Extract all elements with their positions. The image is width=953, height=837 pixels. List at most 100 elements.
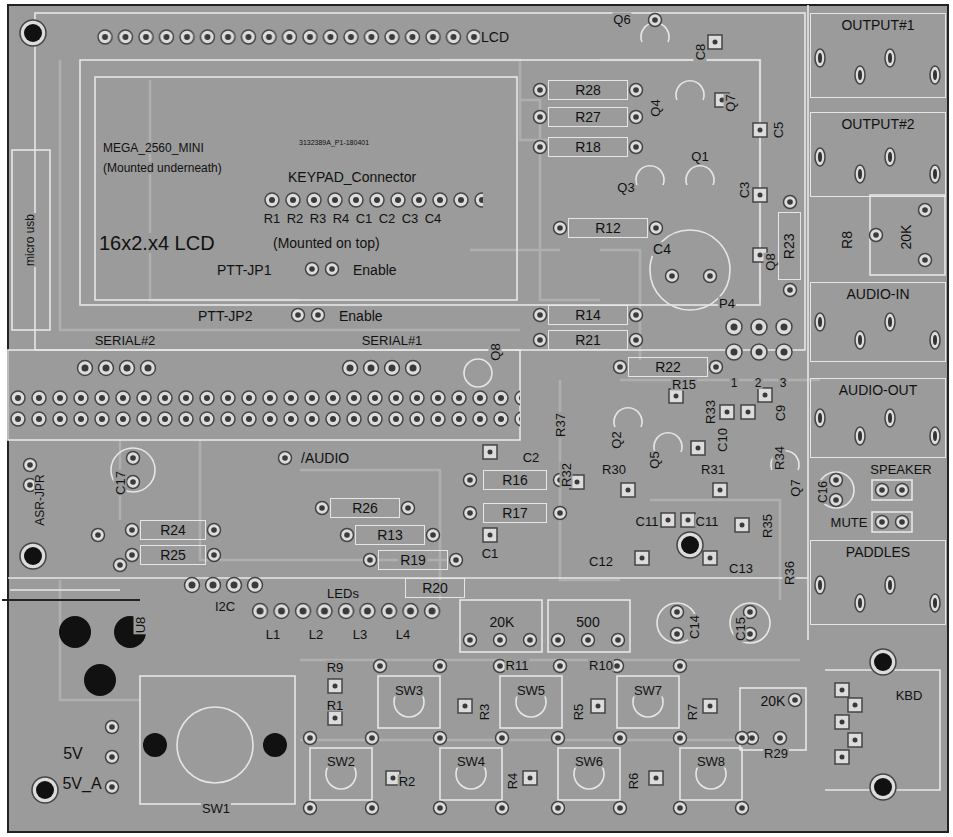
jack-outline: OUTPUT#1 xyxy=(810,13,946,98)
silkscreen-label: C3 xyxy=(401,212,420,225)
resistor-outline: R22 xyxy=(628,357,708,377)
silkscreen-label: /AUDIO xyxy=(300,451,350,465)
part-label: R20 xyxy=(420,581,450,596)
resistor-outline: R16 xyxy=(483,470,547,490)
silkscreen-label: C14 xyxy=(688,614,701,640)
silkscreen-label: 1 xyxy=(730,377,739,389)
silkscreen-label: Q1 xyxy=(690,150,709,163)
silkscreen-label: MEGA_2560_MINI xyxy=(102,142,205,154)
resistor-outline: R25 xyxy=(140,545,206,565)
part-label: R14 xyxy=(573,308,603,323)
silkscreen-label: I2C xyxy=(214,600,236,613)
silkscreen-label: KBD xyxy=(895,689,924,702)
silkscreen-label: 5V xyxy=(62,746,84,762)
silkscreen-label: 3132389A_P1-180401 xyxy=(298,139,370,146)
part-label: R12 xyxy=(593,221,623,236)
silkscreen-label: R10 xyxy=(588,659,614,672)
silkscreen-label: SW1 xyxy=(201,802,231,815)
part-label: OUTPUT#2 xyxy=(839,117,916,132)
silkscreen-label: C12 xyxy=(588,555,614,568)
silkscreen-label: LEDs xyxy=(326,587,360,600)
silkscreen-label: R33 xyxy=(704,399,717,425)
silkscreen-label: C16 xyxy=(817,480,829,504)
silkscreen-label: 20K xyxy=(760,694,787,708)
silkscreen-label: R35 xyxy=(761,513,774,539)
silkscreen-label: SERIAL#2 xyxy=(94,334,157,347)
silkscreen-label: PTT-JP1 xyxy=(216,263,272,277)
silkscreen-label: 3 xyxy=(779,377,788,389)
silkscreen-label: SW4 xyxy=(456,755,486,768)
resistor-outline: R26 xyxy=(330,498,400,518)
silkscreen-label: (Mounted on top) xyxy=(272,236,381,250)
silkscreen-label: 5V_A xyxy=(61,776,102,792)
silkscreen-label: C2 xyxy=(522,451,541,464)
silkscreen-label: C3 xyxy=(738,181,751,200)
silkscreen-label: L3 xyxy=(352,628,368,641)
silkscreen-label: SPEAKER xyxy=(869,463,932,476)
resistor-outline: R12 xyxy=(568,218,648,238)
silkscreen-label: R3 xyxy=(478,703,491,722)
part-label: R13 xyxy=(375,528,405,543)
silkscreen-label: 2 xyxy=(754,377,763,389)
jack-outline: PADDLES xyxy=(810,540,946,625)
silkscreen-label: C11 xyxy=(635,515,660,528)
silkscreen-label: SW5 xyxy=(516,684,546,697)
silkscreen-label: R2 xyxy=(398,775,417,788)
silkscreen-label: Enable xyxy=(352,263,398,277)
silkscreen-label: R4 xyxy=(332,212,351,225)
silkscreen-label: micro usb xyxy=(24,213,36,267)
silkscreen-label: Q5 xyxy=(648,450,661,469)
resistor-outline: R20 xyxy=(405,578,465,598)
silkscreen-label: R37 xyxy=(554,412,567,438)
silkscreen-label: Q7 xyxy=(789,478,802,497)
silkscreen-label: SW6 xyxy=(574,755,604,768)
part-label: R23 xyxy=(782,231,797,261)
part-label: R18 xyxy=(573,140,603,155)
silkscreen-label: SW8 xyxy=(696,755,726,768)
silkscreen-label: R6 xyxy=(627,772,640,791)
silkscreen-label: C15 xyxy=(734,616,747,642)
silkscreen-label: Q3 xyxy=(616,181,635,194)
resistor-outline: R13 xyxy=(355,525,425,545)
jack-outline: AUDIO-IN xyxy=(810,282,946,362)
silkscreen-label: (Mounted underneath) xyxy=(102,162,223,174)
part-label: R26 xyxy=(350,501,380,516)
resistor-outline: R17 xyxy=(483,503,547,523)
part-label: R28 xyxy=(573,83,603,98)
silkscreen-label: C11 xyxy=(695,515,720,528)
silkscreen-label: C8 xyxy=(694,43,707,62)
silkscreen-label: C13 xyxy=(728,562,754,575)
silkscreen-label: SW2 xyxy=(326,755,356,768)
silkscreen-label: Enable xyxy=(338,309,384,323)
silkscreen-label: L1 xyxy=(265,628,281,641)
silkscreen-label: KEYPAD_Connector xyxy=(287,170,417,184)
silkscreen-label: C1 xyxy=(355,212,374,225)
silkscreen-label: C4 xyxy=(424,212,443,225)
silkscreen-label: R11 xyxy=(505,659,530,672)
silkscreen-label: C9 xyxy=(774,404,787,423)
part-label: PADDLES xyxy=(844,545,912,560)
silkscreen-label: R30 xyxy=(601,463,627,476)
resistor-outline: R19 xyxy=(378,550,448,570)
silkscreen-label: Q7 xyxy=(724,93,737,112)
silkscreen-label: PTT-JP2 xyxy=(197,309,253,323)
silkscreen-label: R8 xyxy=(840,230,854,250)
part-label: AUDIO-IN xyxy=(845,287,912,302)
part-label: R25 xyxy=(158,548,188,563)
silkscreen-label: R31 xyxy=(700,463,726,476)
part-label: AUDIO-OUT xyxy=(837,383,920,398)
silkscreen-label: LCD xyxy=(480,30,510,44)
silkscreen-label: SERIAL#1 xyxy=(361,334,424,347)
silkscreen-label: R9 xyxy=(326,661,345,674)
resistor-outline: R14 xyxy=(548,305,628,325)
silkscreen-label: MUTE xyxy=(830,516,869,529)
resistor-outline: R23 xyxy=(778,212,801,280)
silkscreen-label: R4 xyxy=(506,772,519,791)
silkscreen-label: Q4 xyxy=(649,98,662,117)
silkscreen-label: Q2 xyxy=(610,430,623,449)
silkscreen-label: R15 xyxy=(671,378,697,391)
silkscreen-label: P4 xyxy=(718,297,736,310)
silkscreen-label: R36 xyxy=(783,560,796,586)
resistor-outline: R21 xyxy=(548,330,628,350)
